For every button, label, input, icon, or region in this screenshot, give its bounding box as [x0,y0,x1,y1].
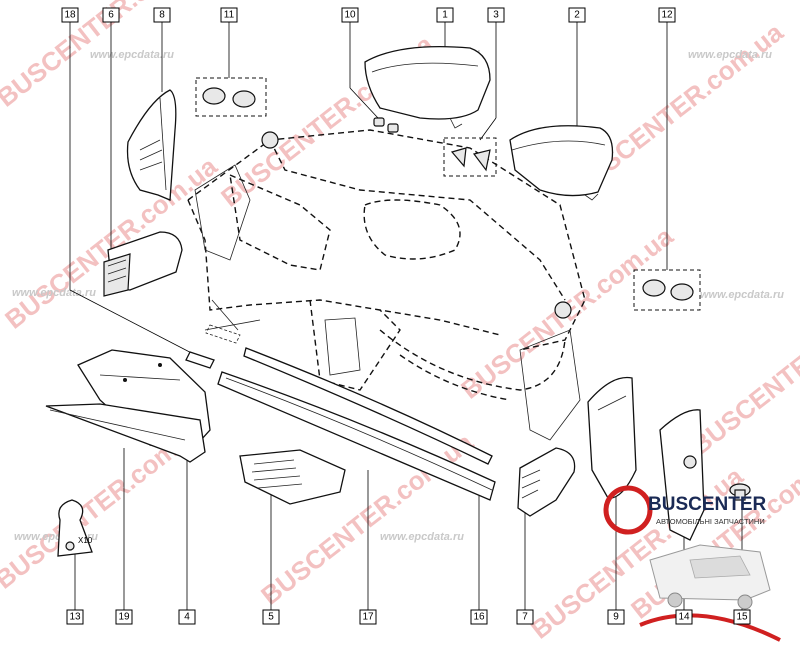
label-16: 16 [470,609,488,625]
svg-text:13: 13 [69,612,81,623]
watermark-epcdata: www.epcdata.ru [688,49,772,61]
logo-name: BUSCENTER [648,494,767,515]
part-11-caps [195,77,267,117]
svg-text:1: 1 [442,10,448,21]
part-13-screw-bag: X10 [57,499,93,557]
svg-text:9: 9 [613,612,619,623]
part-17-long-strip [217,347,496,501]
label-3: 3 [487,7,505,23]
label-2: 2 [568,7,586,23]
label-11: 11 [220,7,238,23]
watermark-epcdata: www.epcdata.ru [12,287,96,299]
svg-text:8: 8 [159,10,165,21]
svg-text:10: 10 [344,10,356,21]
label-9: 9 [607,609,625,625]
label-6: 6 [102,7,120,23]
svg-text:4: 4 [184,612,190,623]
part-2-lid [509,125,614,201]
watermark-buscenter: BUSCENTER.com.ua [685,277,800,461]
part-6-air-vent [103,231,183,297]
label-5: 5 [262,609,280,625]
part-10-small-clips [373,117,399,133]
svg-text:11: 11 [224,10,235,21]
part-12-caps [633,269,701,311]
logo-subtitle: АВТОМОБІЛЬНІ ЗАПЧАСТИНИ [656,517,765,526]
label-7: 7 [516,609,534,625]
svg-text:3: 3 [493,10,499,21]
label-12: 12 [658,7,676,23]
part-3-clips [443,137,497,177]
dashboard-outline [187,129,586,441]
svg-text:14: 14 [678,612,690,623]
part-15-clip [729,483,751,501]
part-9-end-panel [587,376,637,499]
label-18: 18 [61,7,79,23]
part-18-trim [185,324,241,369]
label-19: 19 [115,609,133,625]
label-13: 13 [66,609,84,625]
buscenter-logo: BUSCENTER АВТОМОБІЛЬНІ ЗАПЧАСТИНИ [603,485,781,642]
svg-text:12: 12 [661,10,673,21]
label-boxes: 18 6 8 11 10 1 3 2 12 13 19 4 5 17 16 7 … [61,7,751,625]
part-8-side-panel [126,89,177,201]
label-4: 4 [178,609,196,625]
watermark-epcdata: www.epcdata.ru [380,531,464,543]
label-15: 15 [733,609,751,625]
svg-text:17: 17 [362,612,374,623]
label-17: 17 [359,609,377,625]
watermark-buscenter: BUSCENTER.com.ua [0,151,223,335]
label-10: 10 [341,7,359,23]
quantity-note: X10 [78,536,93,545]
svg-text:15: 15 [736,612,748,623]
label-1: 1 [436,7,454,23]
part-7-right-vent [517,447,576,517]
svg-text:16: 16 [473,612,485,623]
watermark-epcdata: www.epcdata.ru [90,49,174,61]
svg-text:18: 18 [64,10,76,21]
svg-text:5: 5 [268,612,274,623]
watermark-epcdata: www.epcdata.ru [700,289,784,301]
part-1-storage-lid [364,46,491,129]
svg-text:7: 7 [522,612,528,623]
svg-text:2: 2 [574,10,580,21]
svg-text:19: 19 [118,612,130,623]
label-14: 14 [675,609,693,625]
svg-text:6: 6 [108,10,114,21]
part-4-lower-cover [45,349,211,463]
part-5-center-vent [239,449,346,505]
label-8: 8 [153,7,171,23]
part-14-right-trim [659,409,705,541]
leader-lines [69,22,743,610]
